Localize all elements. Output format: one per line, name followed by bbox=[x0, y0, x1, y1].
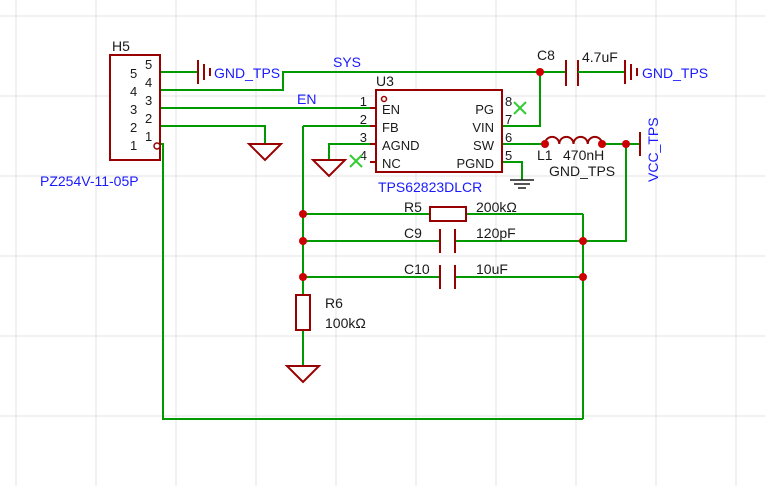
ic-pin-num-8: 8 bbox=[505, 94, 512, 109]
ic-ref: U3 bbox=[376, 73, 394, 89]
r5-value: 200kΩ bbox=[476, 199, 517, 215]
ic-pin-num-5: 5 bbox=[505, 148, 512, 163]
no-connect-nc bbox=[349, 154, 363, 168]
wire-vcc-down bbox=[583, 144, 627, 242]
connector-pin-num-2: 2 bbox=[145, 111, 152, 126]
wire-pin1-loop bbox=[160, 143, 583, 420]
ic-pin-num-3: 3 bbox=[360, 130, 367, 145]
connector-pin-num-1: 1 bbox=[145, 129, 152, 144]
resistor-r6[interactable]: R6 100kΩ bbox=[295, 294, 366, 331]
connector-pin-num-4: 4 bbox=[145, 75, 152, 90]
wire-sys bbox=[160, 71, 566, 91]
wires bbox=[160, 71, 640, 420]
connector-pin-label-2: 2 bbox=[130, 120, 137, 135]
connector-pin-num-3: 3 bbox=[145, 93, 152, 108]
r5-ref: R5 bbox=[404, 199, 422, 215]
r6-value: 100kΩ bbox=[325, 315, 366, 331]
connector-pin-label-4: 4 bbox=[130, 84, 137, 99]
gnd-triangle-pin2 bbox=[246, 143, 284, 162]
l1-ref: L1 bbox=[537, 147, 553, 163]
c8-ref: C8 bbox=[537, 47, 555, 63]
ic-pin-name-fb: FB bbox=[382, 120, 399, 135]
ic-pin-name-pg: PG bbox=[475, 102, 494, 117]
junctions bbox=[299, 68, 630, 281]
ic-pin-num-2: 2 bbox=[360, 112, 367, 127]
ic-pin-name-sw: SW bbox=[473, 138, 495, 153]
c10-ref: C10 bbox=[404, 261, 430, 277]
connector-pin-label-5: 5 bbox=[130, 66, 137, 81]
ic-pin-name-en: EN bbox=[382, 102, 400, 117]
c10-value: 10uF bbox=[476, 261, 508, 277]
gnd-triangle-agnd bbox=[310, 159, 348, 178]
junction-dot bbox=[622, 140, 630, 148]
ic-pin-num-4: 4 bbox=[360, 148, 367, 163]
c9-ref: C9 bbox=[404, 225, 422, 241]
gnd-symbol-c8 bbox=[624, 60, 638, 84]
junction-dot bbox=[579, 237, 587, 245]
junction-dot bbox=[299, 210, 307, 218]
capacitor-c10[interactable]: C10 10uF bbox=[404, 261, 508, 289]
connector-pin-label-3: 3 bbox=[130, 102, 137, 117]
gnd-triangle-r6 bbox=[284, 365, 322, 384]
capacitor-c9[interactable]: C9 120pF bbox=[404, 225, 516, 253]
ic-body bbox=[375, 89, 503, 173]
junction-dot bbox=[536, 68, 544, 76]
junction-dot bbox=[579, 273, 587, 281]
no-connect-pg bbox=[513, 101, 527, 115]
ic-pin-name-agnd: AGND bbox=[382, 138, 420, 153]
wire-pgnd bbox=[502, 161, 523, 180]
ic-pin1-marker bbox=[380, 95, 388, 103]
ic-pin-num-6: 6 bbox=[505, 130, 512, 145]
ic-part: TPS62823DLCR bbox=[378, 179, 482, 195]
pin1-marker bbox=[153, 142, 161, 150]
junction-dot bbox=[598, 140, 606, 148]
connector-h5[interactable]: H5 PZ254V-11-05P 5 4 3 2 1 5 4 3 2 1 bbox=[40, 38, 161, 189]
connector-body bbox=[109, 54, 161, 161]
ic-pin-name-nc: NC bbox=[382, 156, 401, 171]
no-connect-marks bbox=[349, 101, 527, 168]
net-label-gnd-top: GND_TPS bbox=[214, 65, 280, 81]
net-label-en: EN bbox=[297, 91, 316, 107]
junction-dot bbox=[299, 237, 307, 245]
net-label-gnd-c8: GND_TPS bbox=[642, 65, 708, 81]
r6-ref: R6 bbox=[325, 295, 343, 311]
resistor-r5[interactable]: R5 200kΩ bbox=[404, 199, 517, 222]
wire-pin2 bbox=[160, 125, 266, 144]
junction-dot bbox=[541, 140, 549, 148]
net-label-vcc: VCC_TPS bbox=[645, 117, 661, 182]
ic-u3[interactable]: U3 TPS62823DLCR 1 2 3 4 EN FB AGND NC PG… bbox=[360, 73, 512, 195]
ic-pin-name-pgnd: PGND bbox=[456, 156, 494, 171]
wire-agnd bbox=[328, 143, 370, 160]
gnd-symbol-pgnd bbox=[510, 179, 534, 189]
junction-dot bbox=[299, 273, 307, 281]
c8-value: 4.7uF bbox=[582, 49, 618, 65]
wire-vin bbox=[502, 72, 541, 127]
ic-pin-num-7: 7 bbox=[505, 112, 512, 127]
net-label-sys: SYS bbox=[333, 54, 361, 70]
connector-pin-num-5: 5 bbox=[145, 57, 152, 72]
net-label-gnd-pgnd: GND_TPS bbox=[549, 163, 615, 179]
ic-pin-num-1: 1 bbox=[360, 94, 367, 109]
capacitor-c8[interactable]: C8 4.7uF GND_TPS bbox=[537, 47, 708, 86]
connector-ref: H5 bbox=[112, 38, 130, 54]
inductor-l1[interactable]: L1 470nH bbox=[537, 135, 604, 163]
l1-value: 470nH bbox=[563, 147, 604, 163]
c9-value: 120pF bbox=[476, 225, 516, 241]
ic-pin-name-vin: VIN bbox=[472, 120, 494, 135]
gnd-symbol-top bbox=[197, 60, 211, 84]
connector-part: PZ254V-11-05P bbox=[40, 173, 139, 189]
connector-pin-label-1: 1 bbox=[130, 138, 137, 153]
